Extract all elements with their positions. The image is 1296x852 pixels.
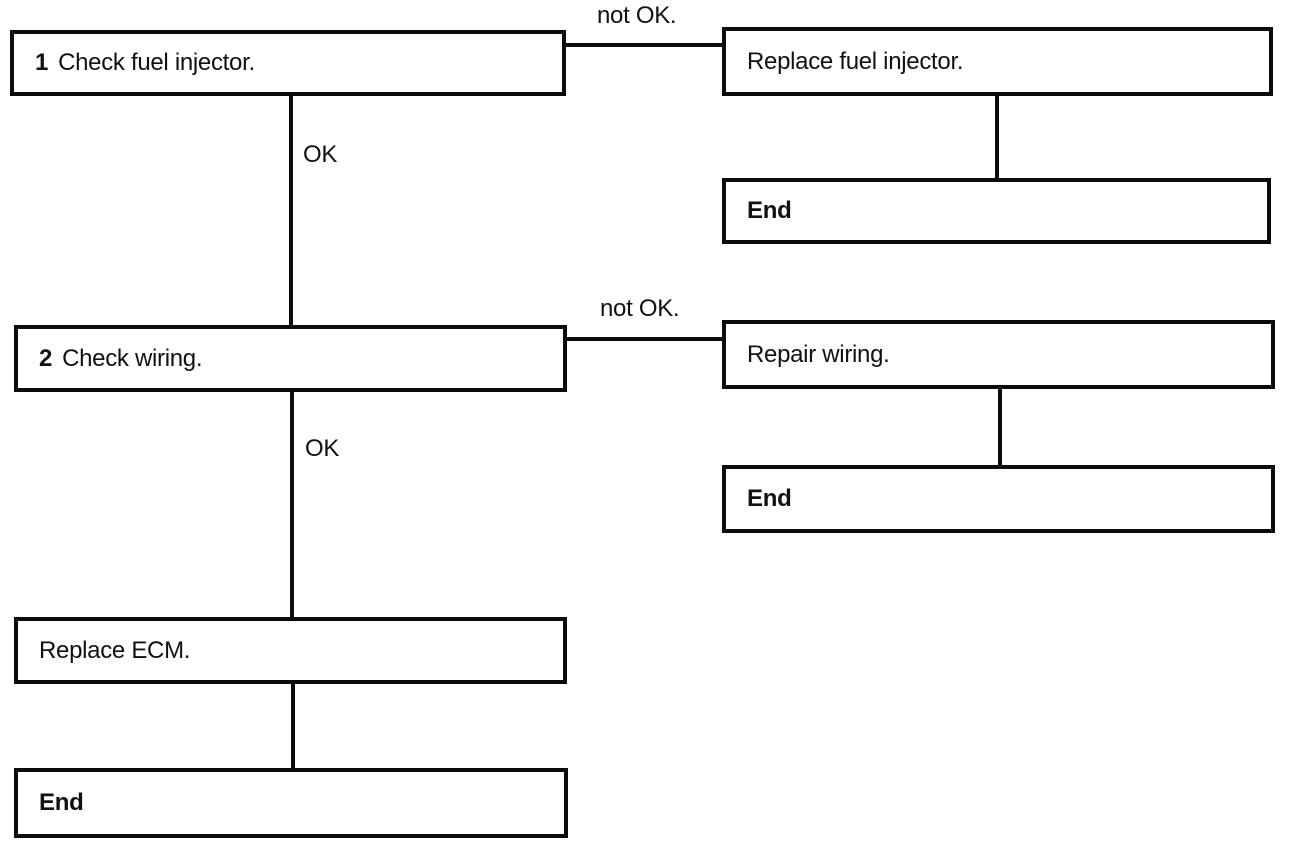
connector-replace-fuel-injector-to-end bbox=[995, 96, 999, 178]
step-number: 1 bbox=[35, 49, 49, 76]
node-check-fuel-injector: 1 Check fuel injector. bbox=[10, 30, 566, 96]
step-number: 2 bbox=[39, 344, 53, 372]
node-label: End bbox=[39, 789, 84, 816]
connector-check-wiring-to-replace-ecm bbox=[290, 392, 294, 617]
connector-repair-wiring-to-end bbox=[998, 389, 1002, 465]
edge-label-not-ok-2: not OK. bbox=[600, 295, 680, 322]
node-label: Repair wiring. bbox=[747, 340, 890, 368]
edge-label-ok-1: OK bbox=[303, 141, 338, 168]
node-label: End bbox=[747, 485, 792, 512]
connector-replace-ecm-to-end bbox=[291, 684, 295, 768]
node-end-repair-wiring: End bbox=[722, 465, 1275, 533]
edge-label-not-ok-1: not OK. bbox=[597, 2, 677, 29]
node-end-replace-fuel-injector: End bbox=[722, 178, 1271, 244]
node-label: Replace ECM. bbox=[39, 636, 191, 664]
connector-check-fuel-injector-to-replace-fuel-injector bbox=[566, 43, 723, 47]
connector-check-wiring-to-repair-wiring bbox=[567, 337, 723, 341]
node-label: Check wiring. bbox=[62, 344, 203, 372]
node-check-wiring: 2 Check wiring. bbox=[14, 325, 567, 392]
node-replace-fuel-injector: Replace fuel injector. bbox=[722, 27, 1273, 96]
edge-label-ok-2: OK bbox=[305, 435, 340, 462]
node-label: End bbox=[747, 197, 792, 224]
node-label: Check fuel injector. bbox=[58, 49, 255, 76]
connector-check-fuel-injector-to-check-wiring bbox=[289, 96, 293, 325]
node-replace-ecm: Replace ECM. bbox=[14, 617, 567, 684]
node-label: Replace fuel injector. bbox=[747, 47, 964, 75]
node-repair-wiring: Repair wiring. bbox=[722, 320, 1275, 389]
node-end-replace-ecm: End bbox=[14, 768, 568, 838]
